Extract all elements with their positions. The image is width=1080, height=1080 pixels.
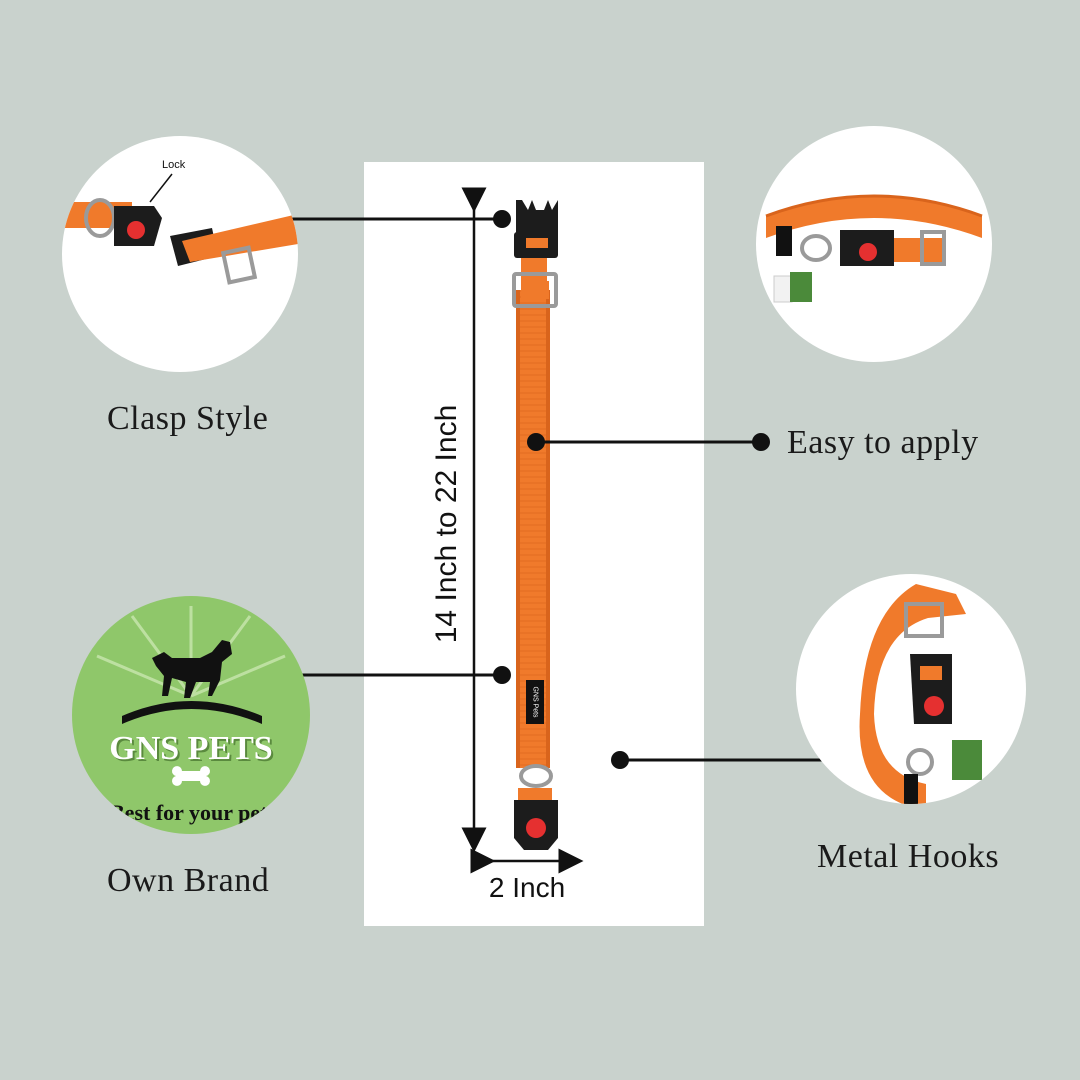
brand-tagline: Best for your pet	[110, 800, 268, 825]
metal-slider	[512, 272, 558, 308]
metal-hooks-caption: Metal Hooks	[817, 838, 1000, 875]
metal-hooks-circle	[796, 574, 1026, 804]
easy-to-apply-caption: Easy to apply	[787, 424, 979, 461]
dog-silhouette-icon	[152, 640, 232, 698]
easy-apply-circle	[756, 126, 992, 362]
bottom-buckle	[514, 788, 558, 850]
lock-icon	[924, 696, 944, 716]
lock-icon	[526, 818, 546, 838]
brand-logo-circle: GNS PETS Best for your pet	[72, 596, 310, 834]
metal-hooks-image	[859, 584, 982, 804]
lock-icon	[859, 243, 877, 261]
strap-label-text: GNS Pets	[531, 686, 539, 718]
top-buckle	[514, 200, 558, 258]
d-ring	[906, 748, 934, 776]
tag-icon	[790, 272, 812, 302]
lock-label: Lock	[162, 159, 186, 171]
collar-strap	[516, 230, 550, 768]
brand-logo-graphic	[96, 606, 286, 786]
collar-brand-tag	[776, 226, 792, 256]
d-ring	[800, 234, 832, 262]
clasp-style-caption: Clasp Style	[107, 400, 269, 437]
clasp-detail-circle: Lock	[62, 136, 298, 372]
brand-name: GNS PETS	[109, 730, 273, 767]
full-collar-image	[765, 194, 983, 303]
length-label: 14 Inch to 22 Inch	[430, 404, 463, 644]
tag-icon	[952, 740, 982, 780]
lock-icon	[127, 221, 145, 239]
width-label: 2 Inch	[488, 872, 566, 903]
own-brand-caption: Own Brand	[107, 862, 270, 899]
d-ring	[519, 764, 553, 788]
strap-brand-tag	[526, 680, 544, 724]
clasp-detail-image	[62, 173, 298, 285]
bone-icon	[172, 766, 210, 786]
